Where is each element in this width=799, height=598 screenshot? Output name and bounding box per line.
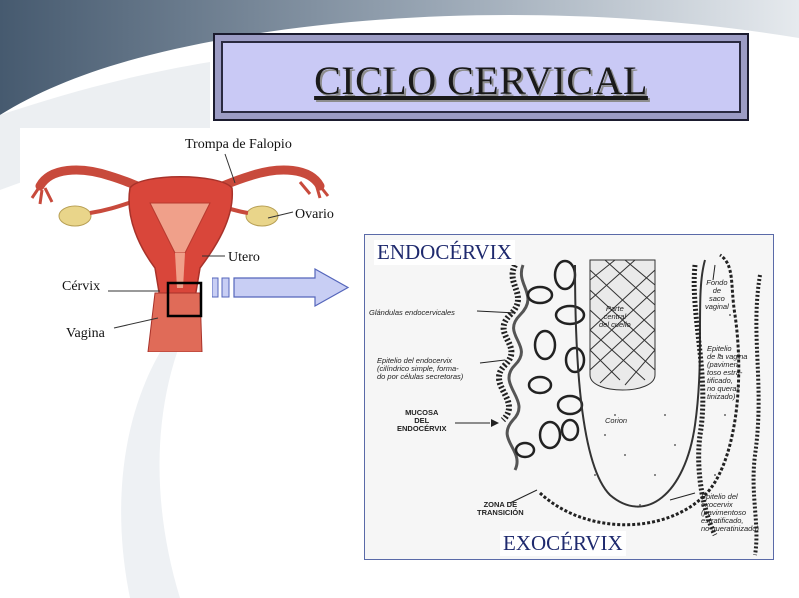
epitelio-exocervix-label: Epitelio del exocervix (pavimentoso estr… [701, 492, 759, 533]
label-utero: Utero [228, 250, 260, 265]
glandulas-label: Glándulas endocervicales [369, 308, 455, 317]
epitelio-endocervix-label: Epitelio del endocervix (cilíndrico simp… [377, 356, 464, 381]
label-ovario: Ovario [295, 207, 334, 222]
anatomy-panel: Trompa de Falopio Ovario Utero Cérvix Va… [20, 128, 360, 352]
mucosa-label: MUCOSA DEL ENDOCÉRVIX [397, 408, 447, 433]
parte-central-label: Parte central del cuello [599, 304, 631, 329]
label-vagina: Vagina [66, 326, 105, 341]
histology-panel: Glándulas endocervicales Parte central d… [364, 234, 774, 560]
zoom-arrow [212, 268, 350, 308]
epitelio-vagina-label: Epitelio de la vagina (pavimen- toso est… [707, 344, 748, 401]
label-trompa: Trompa de Falopio [185, 137, 292, 152]
zona-transicion-label: ZONA DE TRANSICIÓN [477, 500, 524, 517]
uterus-illustration [20, 128, 360, 352]
exocervix-label: EXOCÉRVIX [500, 531, 626, 556]
corion-label: Corion [605, 416, 628, 425]
page-title: CICLO CERVICAL [314, 58, 648, 103]
histology-drawing [455, 253, 762, 556]
title-box: CICLO CERVICAL [213, 33, 749, 121]
label-cervix: Cérvix [62, 279, 101, 294]
endocervix-label: ENDOCÉRVIX [374, 240, 515, 265]
fondo-saco-label: Fondo de saco vaginal [705, 278, 729, 311]
